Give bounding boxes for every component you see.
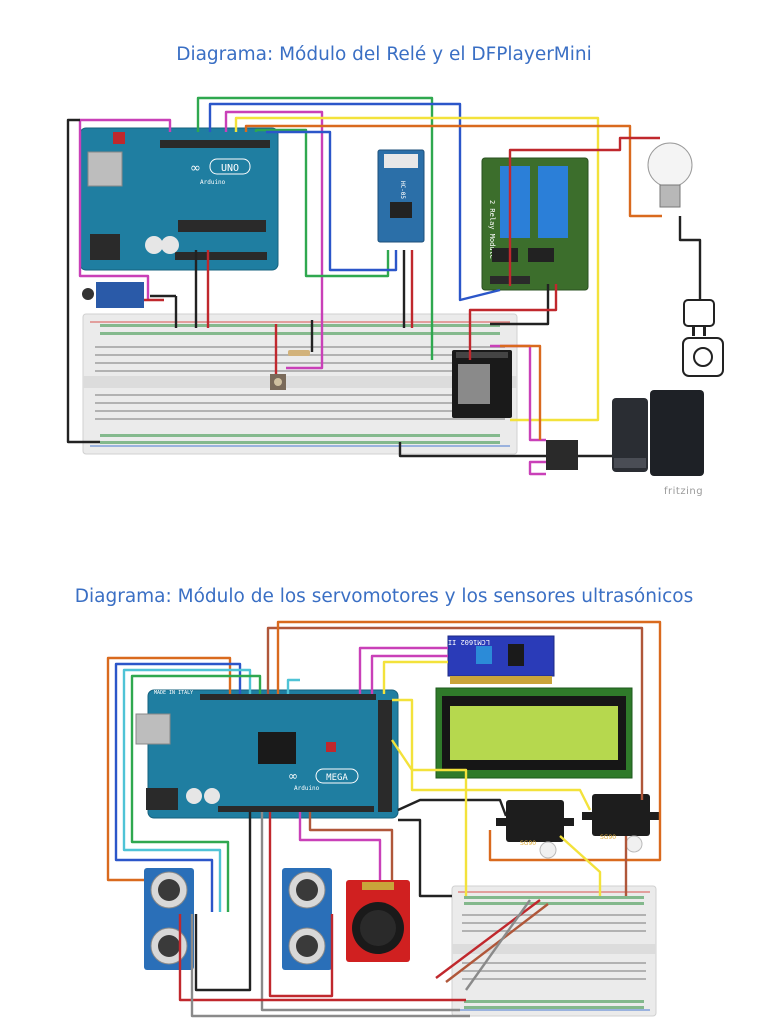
relay-module-label: 2 Relay Module — [488, 200, 496, 259]
joystick-module — [346, 880, 410, 962]
breadboard-2 — [451, 885, 657, 1017]
fritzing-watermark: fritzing — [664, 486, 703, 497]
power-jack — [90, 234, 120, 260]
servo-2-label: SG90 — [600, 834, 616, 841]
power-socket — [682, 337, 724, 377]
arduino-mega: ∞ MEGA Arduino MADE IN ITALY — [135, 689, 399, 819]
mega-reset-button — [326, 742, 336, 752]
mega-usb-port — [135, 713, 171, 745]
servo-1-label: SG90 — [520, 840, 536, 847]
audio-jack — [546, 440, 578, 470]
servo-2: SG90 — [582, 794, 660, 853]
ultrasonic-sensor-2 — [282, 868, 332, 970]
diagram2-title: Diagrama: Módulo de los servomotores y l… — [74, 586, 694, 607]
bluetooth-module: HC-05 — [377, 149, 425, 243]
relay-module: 2 Relay Module — [481, 157, 589, 291]
made-in-italy-text: MADE IN ITALY — [154, 690, 193, 696]
lcd-display — [435, 687, 633, 779]
mega-power-jack — [146, 788, 178, 810]
lcd-i2c-module: LCM1602 IIC — [444, 635, 555, 684]
relay-2 — [538, 166, 568, 238]
arduino-uno: ∞ UNO Arduino — [79, 127, 279, 271]
diagram1-wires — [66, 96, 702, 476]
diagram2-wires — [106, 620, 662, 1018]
mega-logo-text: MEGA — [326, 773, 348, 783]
power-plug — [683, 299, 715, 336]
sound-sensor — [82, 282, 144, 308]
light-bulb — [647, 142, 693, 208]
diagram1-title: Diagrama: Módulo del Relé y el DFPlayerM… — [176, 44, 592, 65]
uno-infinity-logo: ∞ — [190, 161, 201, 176]
uno-brand-text: Arduino — [200, 179, 226, 186]
mega-brand-text: Arduino — [294, 785, 320, 792]
mega-infinity-logo: ∞ — [288, 769, 298, 783]
resistor — [288, 350, 310, 356]
speakers — [612, 390, 704, 476]
ultrasonic-sensor-1 — [144, 868, 194, 970]
diagram1: ∞ UNO Arduino HC-05 2 Relay Module — [45, 92, 724, 497]
bluetooth-label: HC-05 — [399, 181, 406, 199]
diagram2: LCM1602 IIC ∞ MEGA Arduino MADE IN ITAL — [106, 620, 662, 1018]
reset-button — [113, 132, 125, 144]
servo-1: SG90 — [496, 800, 574, 859]
relay-1 — [500, 166, 530, 238]
lcd-i2c-label: LCM1602 IIC — [444, 638, 490, 646]
uno-logo-text: UNO — [221, 163, 239, 174]
dfplayer-mini — [452, 350, 512, 418]
breadboard-1 — [82, 313, 518, 455]
usb-port — [87, 151, 123, 187]
